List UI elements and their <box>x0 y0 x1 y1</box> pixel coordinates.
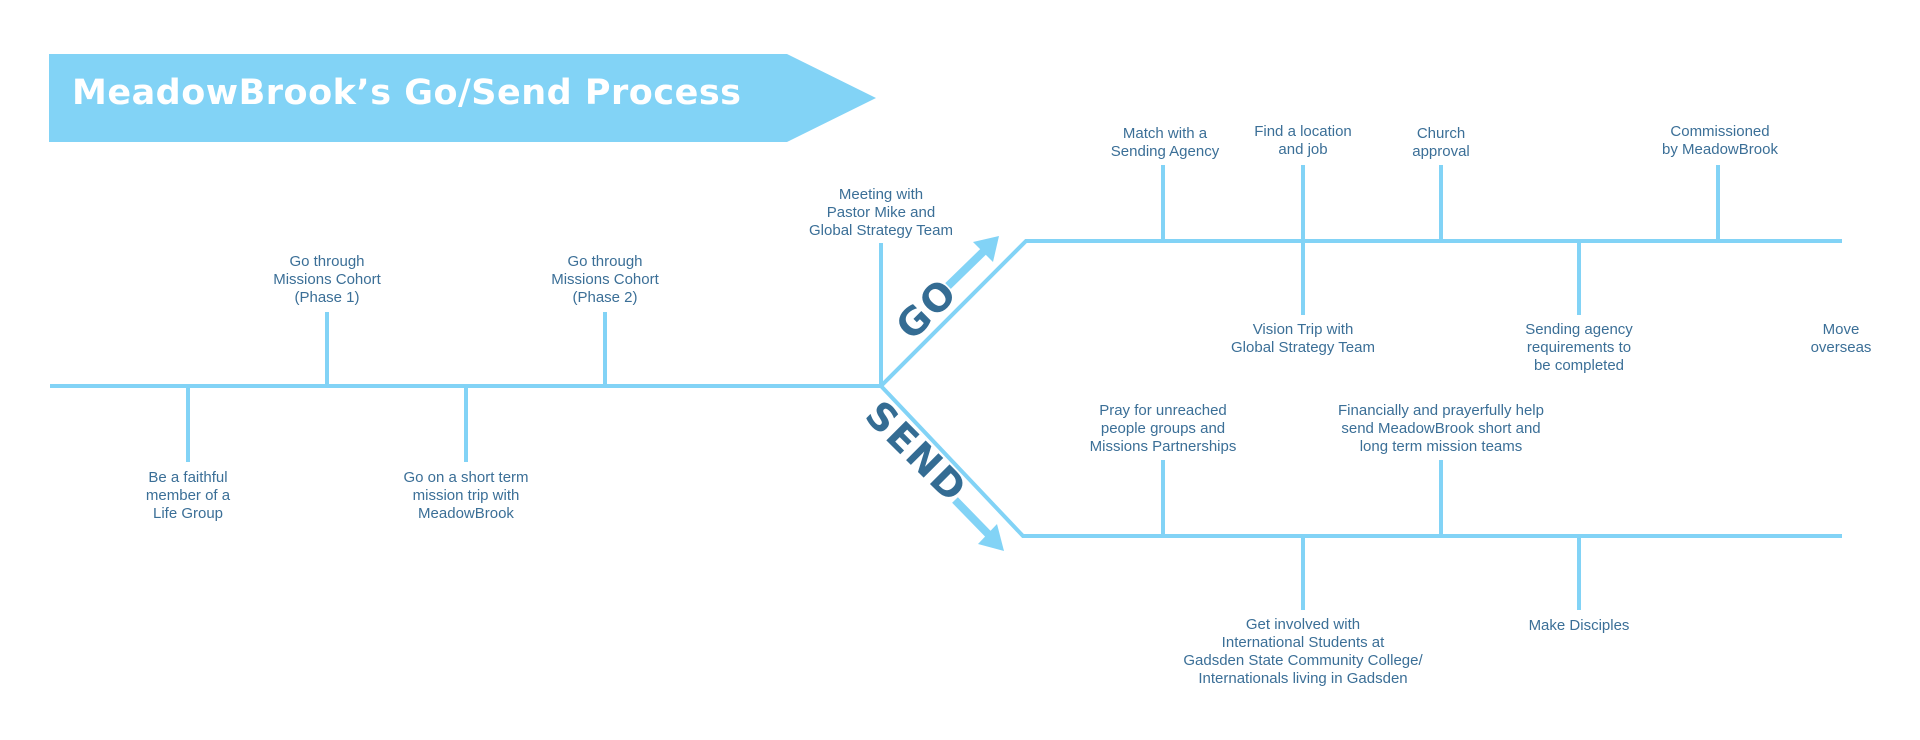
go-step-church-approval: Church approval <box>1412 125 1470 160</box>
go-arrow-icon <box>945 236 999 289</box>
send-step-pray: Pray for unreached people groups and Mis… <box>1089 402 1237 455</box>
page-title: MeadowBrook’s Go/Send Process <box>72 73 742 113</box>
send-arrow-icon <box>952 497 1004 551</box>
send-branch-line <box>879 384 1842 538</box>
go-step-commissioned: Commissioned by MeadowBrook <box>1662 123 1778 158</box>
send-step-international-students: Get involved with International Students… <box>1183 616 1423 687</box>
go-step-vision-trip: Vision Trip with Global Strategy Team <box>1231 321 1375 356</box>
step-meeting: Meeting with Pastor Mike and Global Stra… <box>809 186 953 239</box>
step-short-term-trip: Go on a short term mission trip with Mea… <box>403 469 529 522</box>
go-step-move-overseas: Move overseas <box>1810 321 1872 356</box>
go-step-find-location: Find a location and job <box>1254 123 1352 158</box>
step-cohort-phase1: Go through Missions Cohort (Phase 1) <box>273 253 381 306</box>
step-life-group: Be a faithful member of a Life Group <box>145 469 231 522</box>
go-step-agency-requirements: Sending agency requirements to be comple… <box>1525 321 1633 374</box>
step-cohort-phase2: Go through Missions Cohort (Phase 2) <box>551 253 659 306</box>
go-branch-line <box>879 239 1842 388</box>
send-step-financially-help: Financially and prayerfully help send Me… <box>1338 402 1544 455</box>
title-banner <box>49 54 876 142</box>
go-step-match-agency: Match with a Sending Agency <box>1110 125 1220 160</box>
send-step-make-disciples: Make Disciples <box>1528 617 1630 634</box>
